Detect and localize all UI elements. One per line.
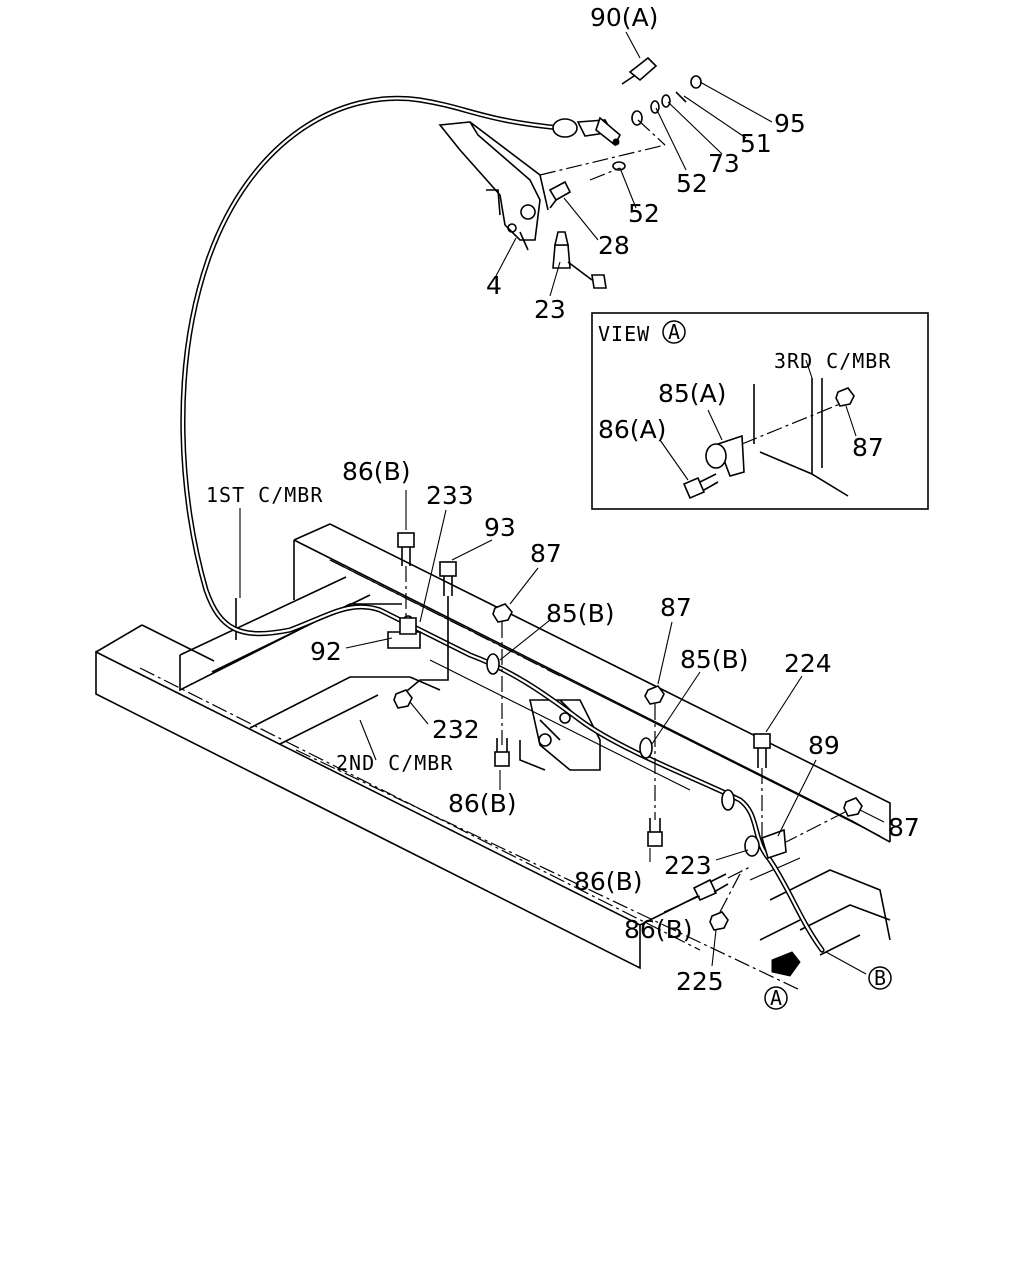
label-85b-1: 85(B): [546, 599, 614, 628]
label-89: 89: [808, 731, 840, 760]
label-86b-1: 86(B): [342, 457, 410, 486]
label-86b-3: 86(B): [574, 867, 642, 896]
frame-fasteners: [387, 532, 863, 977]
view-a-85a-label: 85(A): [658, 379, 726, 408]
view-a-3rd-cmbr-label: 3RD C/MBR: [774, 349, 891, 373]
label-52a: 52: [676, 169, 708, 198]
view-a-inset: VIEW A 3RD C/MBR 85(A) 86(A) 87: [591, 312, 929, 510]
label-85b-2: 85(B): [680, 645, 748, 674]
label-87-1: 87: [530, 539, 562, 568]
part-labels: 90(A) 95 51 73 52 52 28 4 23 1ST C/MBR 2…: [206, 3, 920, 1010]
label-2nd-cmbr: 2ND C/MBR: [336, 751, 453, 775]
view-a-86a-label: 86(A): [598, 415, 666, 444]
marker-b-circle: [868, 966, 892, 990]
view-a-frame: [591, 312, 929, 510]
label-51: 51: [740, 129, 772, 158]
marker-a-letter: A: [770, 986, 783, 1010]
marker-b-letter: B: [874, 966, 887, 990]
view-a-title-letter: A: [668, 320, 681, 344]
label-1st-cmbr: 1ST C/MBR: [206, 483, 323, 507]
label-92: 92: [310, 637, 342, 666]
label-95: 95: [774, 109, 806, 138]
label-73: 73: [708, 149, 740, 178]
label-86b-4: 86(B): [624, 915, 692, 944]
chassis-frame: [95, 523, 891, 991]
marker-a-circle: [764, 986, 788, 1010]
view-a-title-circle: [662, 320, 686, 344]
label-4: 4: [486, 271, 502, 300]
label-23: 23: [534, 295, 566, 324]
view-a-87-label: 87: [852, 433, 884, 462]
label-28: 28: [598, 231, 630, 260]
label-224: 224: [784, 649, 832, 678]
label-90a: 90(A): [590, 3, 658, 32]
label-87-2: 87: [660, 593, 692, 622]
label-233: 233: [426, 481, 474, 510]
label-225: 225: [676, 967, 724, 996]
label-86b-2: 86(B): [448, 789, 516, 818]
label-223: 223: [664, 851, 712, 880]
label-52b: 52: [628, 199, 660, 228]
label-93: 93: [484, 513, 516, 542]
view-a-title: VIEW: [598, 322, 650, 346]
label-87-3: 87: [888, 813, 920, 842]
parking-brake-cable: [180, 95, 825, 953]
parking-brake-lever: [438, 56, 702, 289]
leader-lines: [239, 31, 885, 975]
label-232: 232: [432, 715, 480, 744]
